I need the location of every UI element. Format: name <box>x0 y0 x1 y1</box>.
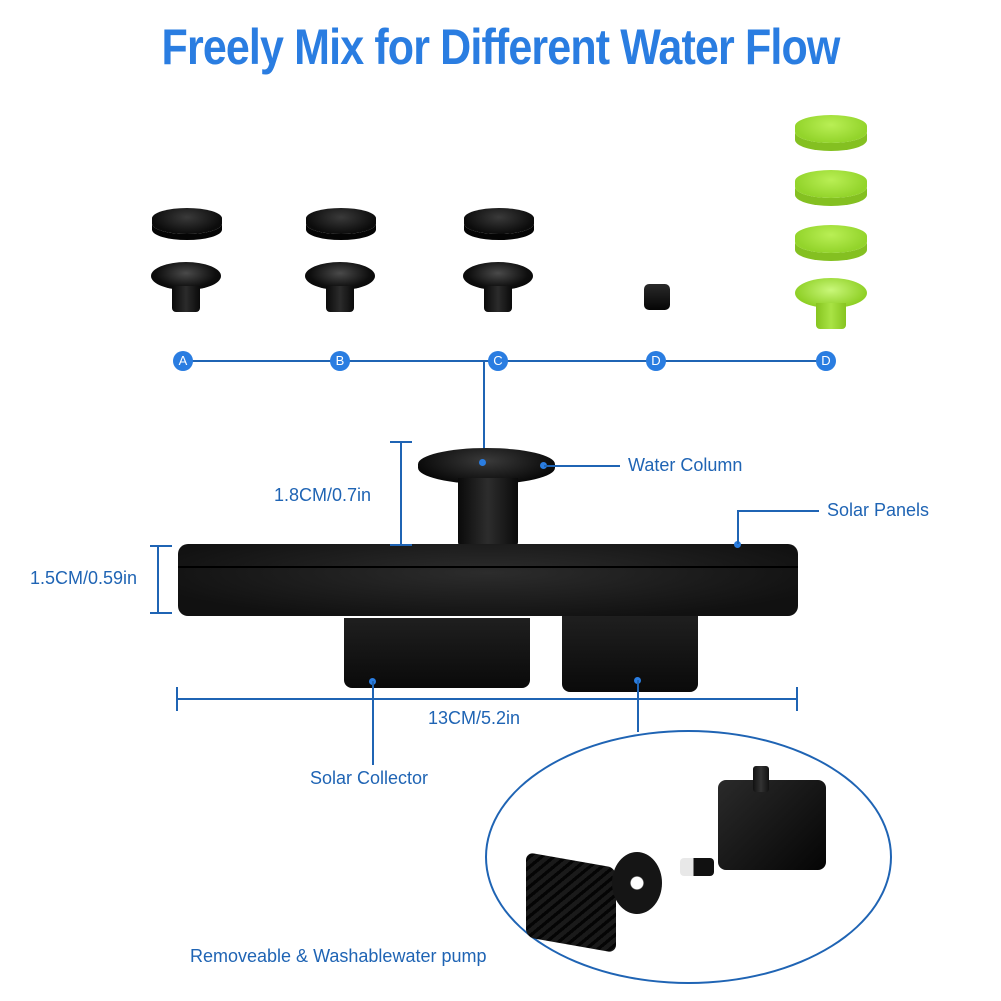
nozzle-connector-line <box>483 361 485 461</box>
panel-seam <box>178 566 798 568</box>
width-label: 13CM/5.2in <box>428 708 521 728</box>
funnel-stem-a <box>172 286 200 312</box>
solar-panels-dot <box>734 541 741 548</box>
nozzle-dim-line <box>400 441 402 545</box>
panel-dim-line <box>157 545 159 613</box>
funnel-b <box>305 262 375 290</box>
green-cap-2 <box>795 170 867 198</box>
badge-c: C <box>488 351 508 371</box>
panel-dim-bottom-tick <box>150 612 172 614</box>
pump-impeller <box>680 858 714 876</box>
badge-d-green: D <box>816 351 836 371</box>
green-cap-1 <box>795 115 867 143</box>
nozzle-cap-a <box>152 208 222 234</box>
pump-impeller-cap <box>612 852 662 914</box>
nozzle-stem <box>458 478 518 548</box>
nozzle-cap-c <box>464 208 534 234</box>
green-cap-3 <box>795 225 867 253</box>
funnel-a <box>151 262 221 290</box>
funnel-stem-c <box>484 286 512 312</box>
solar-panels-label: Solar Panels <box>827 500 930 520</box>
water-column-label: Water Column <box>628 455 743 475</box>
pump-detail-frame <box>485 730 892 984</box>
solar-collector-label: Solar Collector <box>310 768 429 788</box>
nozzle-d-plug <box>644 284 670 310</box>
water-column-leader <box>544 465 620 467</box>
nozzle-cap-b <box>306 208 376 234</box>
nozzle-height-label: 1.8CM/0.7in <box>274 485 372 505</box>
panel-thickness-label: 1.5CM/0.59in <box>30 568 138 588</box>
panel-dim-top-tick <box>150 545 172 547</box>
width-dim-right-tick <box>796 687 798 711</box>
pump-filter-cover <box>526 852 616 953</box>
pump-label: Removeable & Washablewater pump <box>190 946 487 966</box>
width-dim-line <box>176 698 798 700</box>
solar-collector-box <box>344 618 530 688</box>
nozzle-dim-bottom-tick <box>390 544 412 546</box>
solar-panels-leader-v <box>737 510 739 544</box>
pump-outlet <box>753 766 769 792</box>
pump-leader <box>637 680 639 732</box>
badge-a: A <box>173 351 193 371</box>
funnel-c <box>463 262 533 290</box>
pump-housing <box>718 780 826 870</box>
solar-collector-leader <box>372 681 374 765</box>
green-funnel-stem <box>816 303 846 329</box>
solar-panel-body <box>178 544 798 616</box>
pump-box <box>562 616 698 692</box>
funnel-stem-b <box>326 286 354 312</box>
page-title: Freely Mix for Different Water Flow <box>161 19 841 75</box>
nozzle-center-dot <box>479 459 486 466</box>
badge-b: B <box>330 351 350 371</box>
water-column-dot <box>540 462 547 469</box>
badge-d-plug: D <box>646 351 666 371</box>
solar-panels-leader-h <box>737 510 819 512</box>
